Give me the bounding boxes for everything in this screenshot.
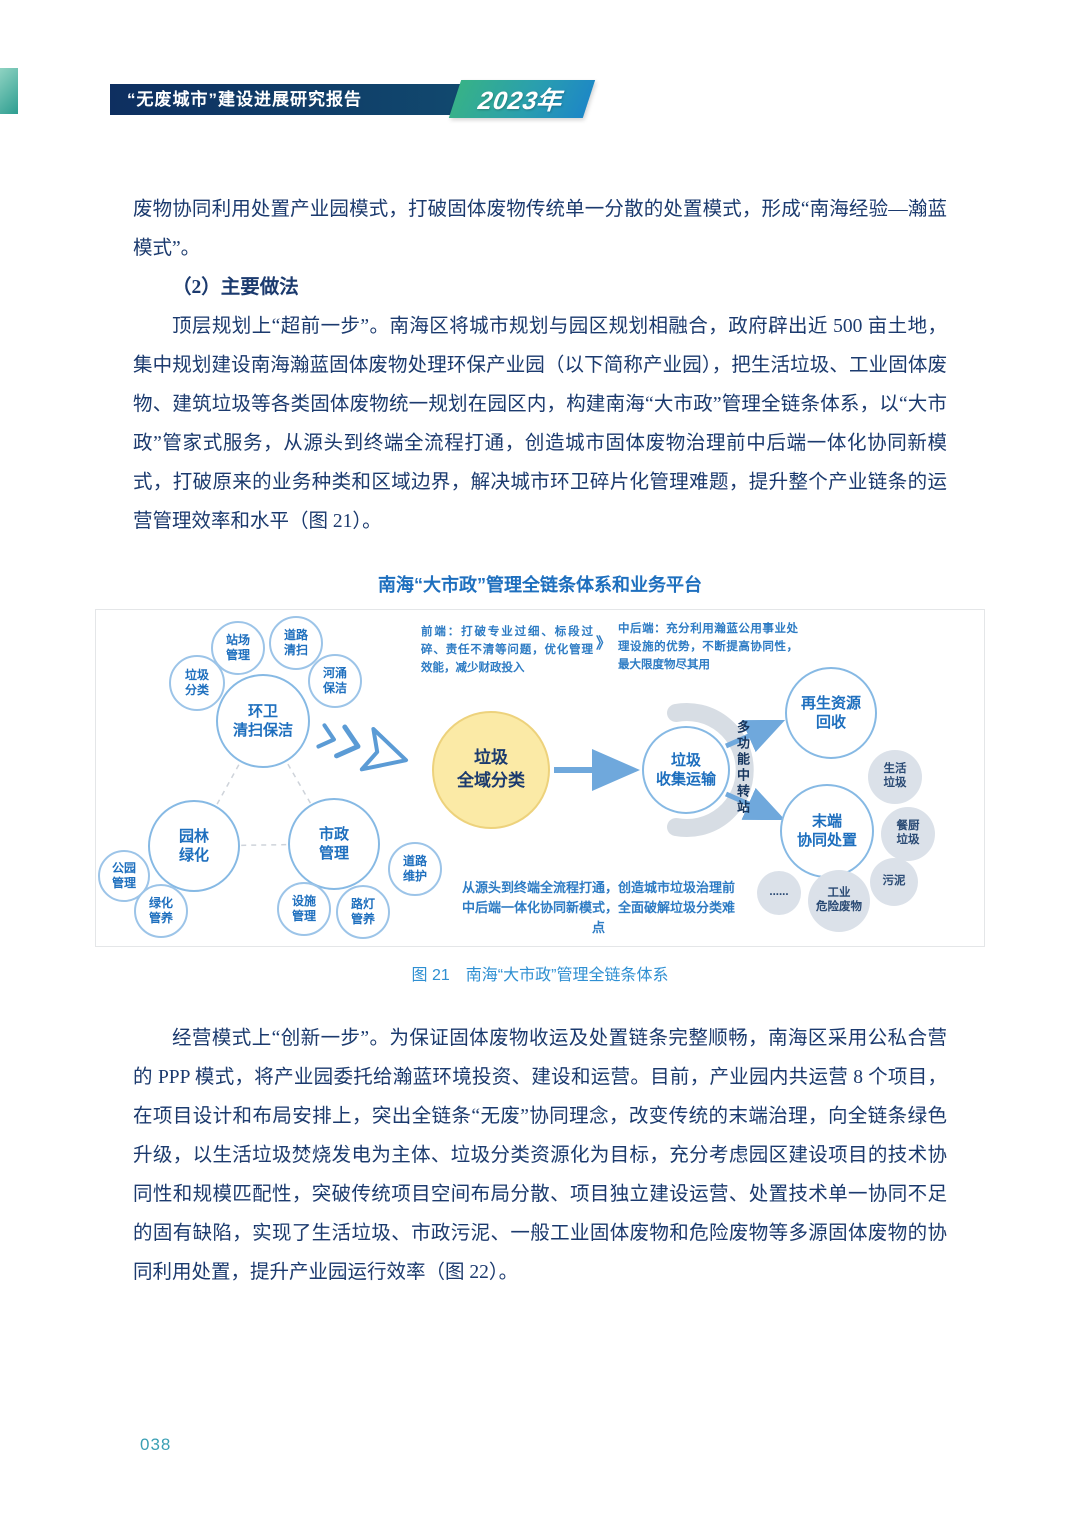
node-facility-mgmt: 设施 管理 bbox=[277, 882, 331, 936]
arrow-collection-to-recycling bbox=[724, 719, 786, 753]
node-collection-transport: 垃圾 收集运输 bbox=[642, 726, 730, 814]
page-number: 038 bbox=[140, 1435, 172, 1454]
arrow-sanitation-to-center bbox=[316, 723, 409, 772]
node-greening-maint: 绿化 管养 bbox=[134, 884, 188, 938]
figure-caption: 图 21 南海“大市政”管理全链条体系 bbox=[411, 967, 669, 984]
node-sanitation: 环卫 清扫保洁 bbox=[216, 674, 310, 768]
dashed-links bbox=[192, 719, 336, 847]
node-river-cleaning: 河涌 保洁 bbox=[308, 654, 362, 708]
node-citywide-sorting: 垃圾 全域分类 bbox=[432, 711, 550, 829]
node-road-sweeping: 道路 清扫 bbox=[269, 616, 323, 670]
node-sludge: 污泥 bbox=[870, 858, 918, 906]
report-title: “无废城市”建设进展研究报告 bbox=[127, 90, 362, 109]
section-heading: （2）主要做法 bbox=[172, 277, 299, 298]
diagram-canvas: 垃圾 分类 站场 管理 道路 清扫 河涌 保洁 环卫 清扫保洁 垃圾 全域分类 … bbox=[95, 609, 985, 947]
page-content: 废物协同利用处置产业园模式，打破固体废物传统单一分散的处置模式，形成“南海经验—… bbox=[95, 190, 985, 1292]
figure-title: 南海“大市政”管理全链条体系和业务平台 bbox=[378, 575, 702, 595]
node-recycling: 再生资源 回收 bbox=[785, 667, 877, 759]
paragraph-3: 经营模式上“创新一步”。为保证固体废物收运及处置链条完整顺畅，南海区采用公私合营… bbox=[133, 1028, 947, 1283]
note-mid-rear-end: 中后端：充分利用瀚蓝公用事业处理设施的优势，不断提高协同性，最大限度物尽其用 bbox=[618, 623, 798, 671]
node-park-mgmt: 公园 管理 bbox=[98, 850, 150, 902]
note-separator-icon: 》 bbox=[596, 635, 612, 652]
node-landscaping: 园林 绿化 bbox=[148, 800, 240, 892]
node-industrial-hazardous: 工业 危险废物 bbox=[808, 870, 870, 932]
node-station-mgmt: 站场 管理 bbox=[211, 621, 265, 675]
node-municipal-mgmt: 市政 管理 bbox=[288, 798, 380, 890]
transfer-arc bbox=[667, 703, 754, 837]
note-bottom-summary: 从源头到终端全流程打通，创造城市垃圾治理前中后端一体化协同新模式，全面破解垃圾分… bbox=[461, 880, 735, 936]
year-badge: 2023年 bbox=[448, 80, 596, 118]
node-road-maint: 道路 维护 bbox=[388, 842, 442, 896]
node-waste-sorting: 垃圾 分类 bbox=[169, 655, 225, 711]
figure-21: 南海“大市政”管理全链条体系和业务平台 bbox=[95, 571, 985, 985]
diagram-connectors bbox=[192, 703, 786, 847]
node-end-disposal: 末端 协同处置 bbox=[780, 784, 874, 878]
note-front-end: 前端：打破专业过细、标段过碎、责任不清等问题，优化管理效能，减少财政投入 bbox=[421, 626, 593, 674]
page-header: “无废城市”建设进展研究报告 2023年 bbox=[110, 80, 596, 124]
node-streetlight-maint: 路灯 管养 bbox=[336, 885, 390, 939]
arrow-collection-to-disposal bbox=[724, 787, 786, 821]
node-kitchen-waste: 餐厨 垃圾 bbox=[881, 807, 935, 861]
transfer-station-label: 多功能中转站 bbox=[735, 720, 750, 816]
node-household-waste: 生活 垃圾 bbox=[868, 750, 922, 804]
node-ellipsis: ...... bbox=[757, 871, 801, 915]
paragraph-2: 顶层规划上“超前一步”。南海区将城市规划与园区规划相融合，政府辟出近 500 亩… bbox=[133, 316, 947, 532]
year-badge-label: 2023年 bbox=[473, 87, 569, 115]
paragraph-1: 废物协同利用处置产业园模式，打破固体废物传统单一分散的处置模式，形成“南海经验—… bbox=[133, 199, 947, 259]
page-edge-accent bbox=[0, 68, 18, 114]
